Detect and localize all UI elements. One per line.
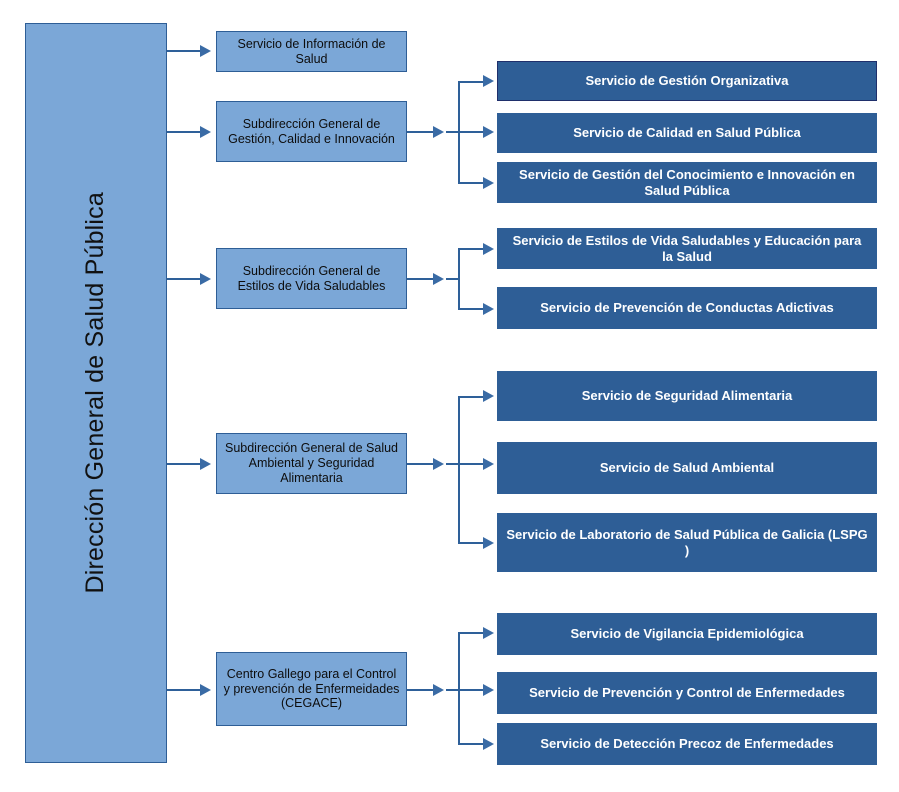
leaf-servicio-laboratorio-lspg[interactable]: Servicio de Laboratorio de Salud Pública… [497,513,877,572]
leaf-label: Servicio de Prevención y Control de Enfe… [529,685,845,701]
leaf-servicio-vigilancia-epidemiologica[interactable]: Servicio de Vigilancia Epidemiológica [497,613,877,655]
arrowhead-ambiental-stem [433,458,444,470]
node-subdireccion-estilos-vida-saludables[interactable]: Subdirección General de Estilos de Vida … [216,248,407,309]
connector-cegace-branch-3 [458,743,486,745]
connector-root-to-estilos [167,278,203,280]
leaf-label: Servicio de Laboratorio de Salud Pública… [506,527,868,558]
connector-cegace-stem-2 [446,689,459,691]
leaf-label: Servicio de Gestión del Conocimiento e I… [519,167,855,198]
leaf-servicio-prevencion-conductas-adictivas[interactable]: Servicio de Prevención de Conductas Adic… [497,287,877,329]
leaf-label: Servicio de Detección Precoz de Enfermed… [540,736,834,752]
leaf-label: Servicio de Estilos de Vida Saludables y… [512,233,862,264]
connector-root-to-gestion [167,131,203,133]
connector-root-to-informacion [167,50,203,52]
connector-gestion-branch-3 [458,182,486,184]
leaf-servicio-salud-ambiental[interactable]: Servicio de Salud Ambiental [497,442,877,494]
arrowhead-cegace-branch-1 [483,627,494,639]
node-label: Subdirección General de Estilos de Vida … [237,263,386,293]
node-servicio-informacion-de-salud[interactable]: Servicio de Información de Salud [216,31,407,72]
arrowhead-cegace-branch-3 [483,738,494,750]
connector-ambiental-branch-3 [458,542,486,544]
arrowhead-root-to-cegace [200,684,211,696]
connector-gestion-stem-2 [446,131,459,133]
connector-root-to-cegace [167,689,203,691]
leaf-servicio-gestion-organizativa[interactable]: Servicio de Gestión Organizativa [497,61,877,101]
root-node-direccion-general[interactable]: Dirección General de Salud Pública [25,23,167,763]
leaf-label: Servicio de Prevención de Conductas Adic… [540,300,834,316]
leaf-servicio-calidad-salud-publica[interactable]: Servicio de Calidad en Salud Pública [497,113,877,153]
connector-ambiental-stem [407,463,435,465]
leaf-label: Servicio de Gestión Organizativa [585,73,789,89]
connector-estilos-branch-1 [458,248,486,250]
node-subdireccion-salud-ambiental-seguridad-alimentaria[interactable]: Subdirección General de Salud Ambiental … [216,433,407,494]
node-label: Subdirección General de Gestión, Calidad… [228,116,395,146]
arrowhead-root-to-gestion [200,126,211,138]
connector-gestion-stem [407,131,435,133]
connector-ambiental-branch-2 [458,463,486,465]
leaf-servicio-seguridad-alimentaria[interactable]: Servicio de Seguridad Alimentaria [497,371,877,421]
arrowhead-cegace-branch-2 [483,684,494,696]
connector-ambiental-stem-2 [446,463,459,465]
arrowhead-root-to-informacion [200,45,211,57]
arrowhead-root-to-ambiental [200,458,211,470]
leaf-servicio-gestion-conocimiento[interactable]: Servicio de Gestión del Conocimiento e I… [497,162,877,203]
leaf-servicio-estilos-vida-educacion[interactable]: Servicio de Estilos de Vida Saludables y… [497,228,877,269]
root-node-label: Dirección General de Salud Pública [81,192,110,594]
arrowhead-ambiental-branch-3 [483,537,494,549]
arrowhead-cegace-stem [433,684,444,696]
arrowhead-estilos-branch-2 [483,303,494,315]
leaf-label: Servicio de Calidad en Salud Pública [573,125,801,141]
connector-gestion-branch-2 [458,131,486,133]
arrowhead-estilos-stem [433,273,444,285]
connector-estilos-stem [407,278,435,280]
arrowhead-root-to-estilos [200,273,211,285]
connector-ambiental-branch-1 [458,396,486,398]
node-subdireccion-gestion-calidad-innovacion[interactable]: Subdirección General de Gestión, Calidad… [216,101,407,162]
arrowhead-gestion-branch-1 [483,75,494,87]
arrowhead-estilos-branch-1 [483,243,494,255]
connector-gestion-branch-1 [458,81,486,83]
connector-root-to-ambiental [167,463,203,465]
connector-cegace-branch-1 [458,632,486,634]
connector-ambiental-trunk [458,396,460,543]
node-centro-gallego-cegace[interactable]: Centro Gallego para el Control y prevenc… [216,652,407,726]
connector-cegace-trunk [458,632,460,744]
connector-estilos-trunk [458,248,460,309]
node-label: Centro Gallego para el Control y prevenc… [223,666,400,711]
leaf-label: Servicio de Seguridad Alimentaria [581,388,793,404]
arrowhead-gestion-branch-2 [483,126,494,138]
arrowhead-gestion-stem [433,126,444,138]
connector-cegace-branch-2 [458,689,486,691]
leaf-servicio-prevencion-control-enfermedades[interactable]: Servicio de Prevención y Control de Enfe… [497,672,877,714]
arrowhead-gestion-branch-3 [483,177,494,189]
connector-cegace-stem [407,689,435,691]
connector-estilos-branch-2 [458,308,486,310]
connector-estilos-stem-2 [446,278,459,280]
leaf-label: Servicio de Vigilancia Epidemiológica [570,626,804,642]
leaf-label: Servicio de Salud Ambiental [599,460,775,476]
arrowhead-ambiental-branch-2 [483,458,494,470]
node-label: Servicio de Información de Salud [237,36,386,66]
node-label: Subdirección General de Salud Ambiental … [224,441,399,485]
leaf-servicio-deteccion-precoz-enfermedades[interactable]: Servicio de Detección Precoz de Enfermed… [497,723,877,765]
arrowhead-ambiental-branch-1 [483,390,494,402]
